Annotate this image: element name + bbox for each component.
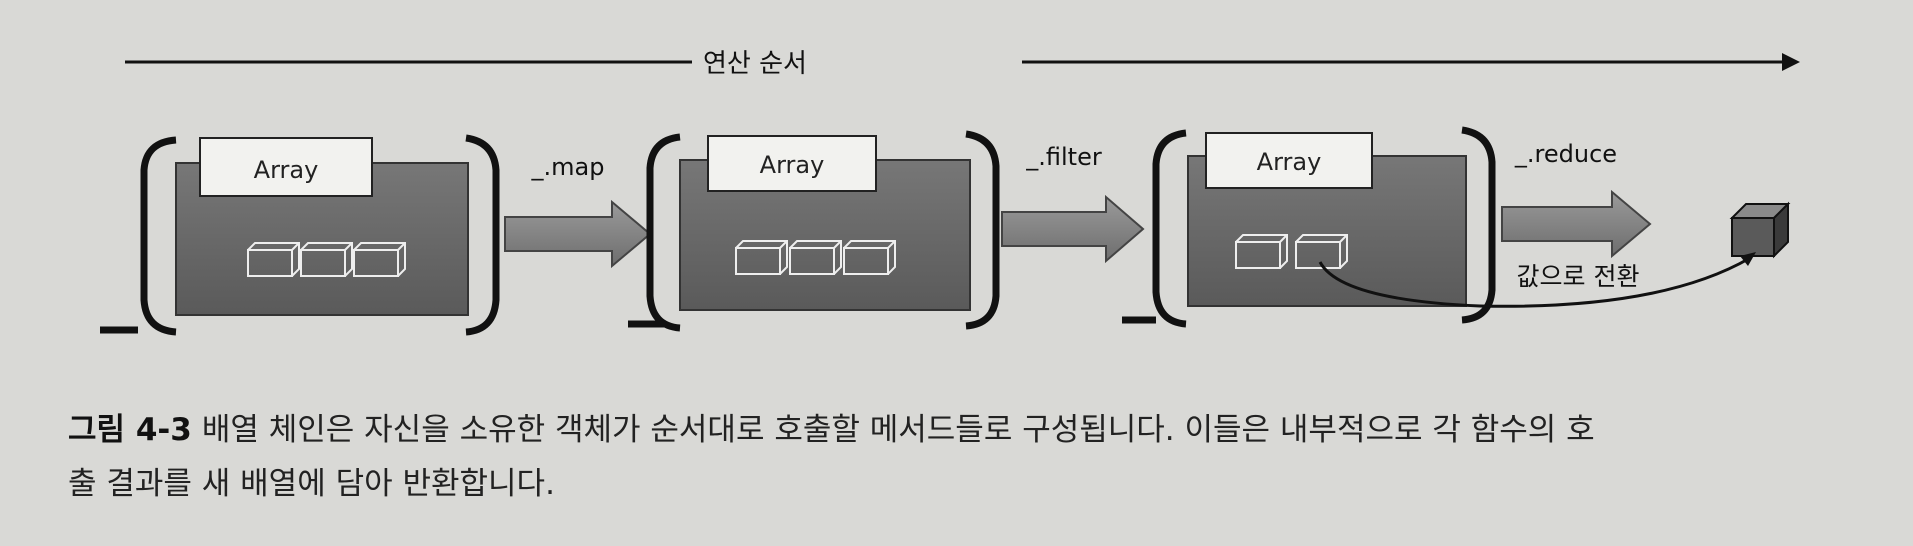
array-label-box-3 xyxy=(1205,132,1373,189)
convert-arrow-head xyxy=(1740,252,1756,266)
element-cube xyxy=(247,242,300,277)
figure-number: 그림 4-3 xyxy=(68,412,192,448)
filter-arrow: _.filter xyxy=(1001,143,1145,264)
array-stage-1: Array xyxy=(100,134,500,336)
array-stage-2: Array xyxy=(628,130,1000,332)
array-chain-diagram: 연산 순서 Array _.map xyxy=(100,49,1800,336)
convert-curve xyxy=(1318,256,1751,308)
array-stage-3: Array xyxy=(1122,126,1496,328)
convert-label: 값으로 전환 xyxy=(1517,262,1640,291)
left-bracket-2 xyxy=(646,133,681,332)
reduce-label: _.reduce xyxy=(1514,140,1617,168)
order-arrow-head xyxy=(1782,53,1800,71)
result-value-cube xyxy=(1729,201,1791,259)
array-label-box-1 xyxy=(199,137,373,197)
caption-text-1: 배열 체인은 자신을 소유한 객체가 순서대로 호출할 메서드들로 구성됩니다.… xyxy=(201,412,1595,448)
array-label-box-2 xyxy=(707,135,877,192)
element-cube xyxy=(789,240,842,275)
element-cube xyxy=(735,240,788,275)
map-arrow: _.map xyxy=(504,153,652,269)
array-label-1: Array xyxy=(254,156,319,184)
order-label: 연산 순서 xyxy=(703,49,807,79)
array-label-3: Array xyxy=(1257,148,1322,176)
array-label-2: Array xyxy=(760,151,825,179)
right-bracket-3 xyxy=(1461,126,1496,324)
right-bracket-1 xyxy=(465,134,500,336)
caption-text-2: 출 결과를 새 배열에 담아 반환합니다. xyxy=(68,466,555,502)
map-label: _.map xyxy=(531,153,605,181)
filter-label: _.filter xyxy=(1025,143,1102,171)
element-cube xyxy=(300,242,353,277)
caption-line-2: 출 결과를 새 배열에 담아 반환합니다. xyxy=(68,458,1908,503)
left-bracket-1 xyxy=(140,136,177,336)
element-cube xyxy=(1295,234,1348,269)
reduce-arrow: _.reduce xyxy=(1501,140,1652,259)
element-cube xyxy=(353,242,406,277)
element-cube xyxy=(1235,234,1288,269)
left-bracket-3 xyxy=(1152,129,1187,328)
element-cube xyxy=(843,240,896,275)
right-bracket-2 xyxy=(965,130,1000,330)
